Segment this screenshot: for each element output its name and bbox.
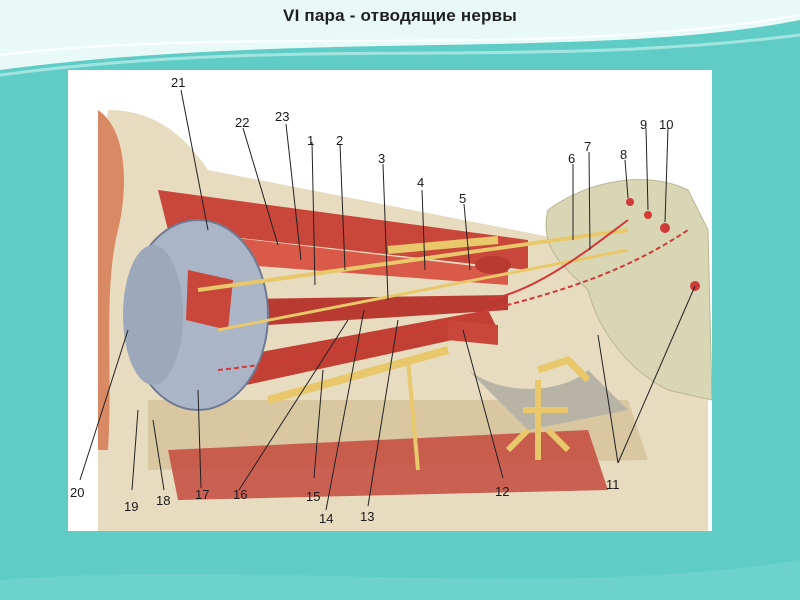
label-3: 3 [378,151,386,166]
label-7: 7 [584,139,592,154]
label-10: 10 [659,117,674,132]
label-15: 15 [306,489,321,504]
label-22: 22 [235,115,250,130]
label-9: 9 [640,117,648,132]
label-17: 17 [195,487,210,502]
label-13: 13 [360,509,375,524]
label-5: 5 [459,191,467,206]
label-19: 19 [124,499,139,514]
label-18: 18 [156,493,171,508]
label-20: 20 [70,485,85,500]
anatomy-illustration-panel: 21 22 23 1 2 3 4 5 6 7 8 9 10 11 12 13 1… [68,70,712,531]
label-1: 1 [307,133,315,148]
label-23: 23 [275,109,290,124]
slide-title: VI пара - отводящие нервы [283,6,517,25]
label-2: 2 [336,133,344,148]
leader-lines [79,89,696,511]
label-21: 21 [171,75,186,90]
label-11: 11 [606,477,620,492]
label-16: 16 [233,487,248,502]
label-12: 12 [495,484,510,499]
label-8: 8 [620,147,628,162]
label-4: 4 [417,175,425,190]
orbit-anatomy-drawing [79,89,712,531]
label-14: 14 [319,511,334,526]
label-6: 6 [568,151,576,166]
